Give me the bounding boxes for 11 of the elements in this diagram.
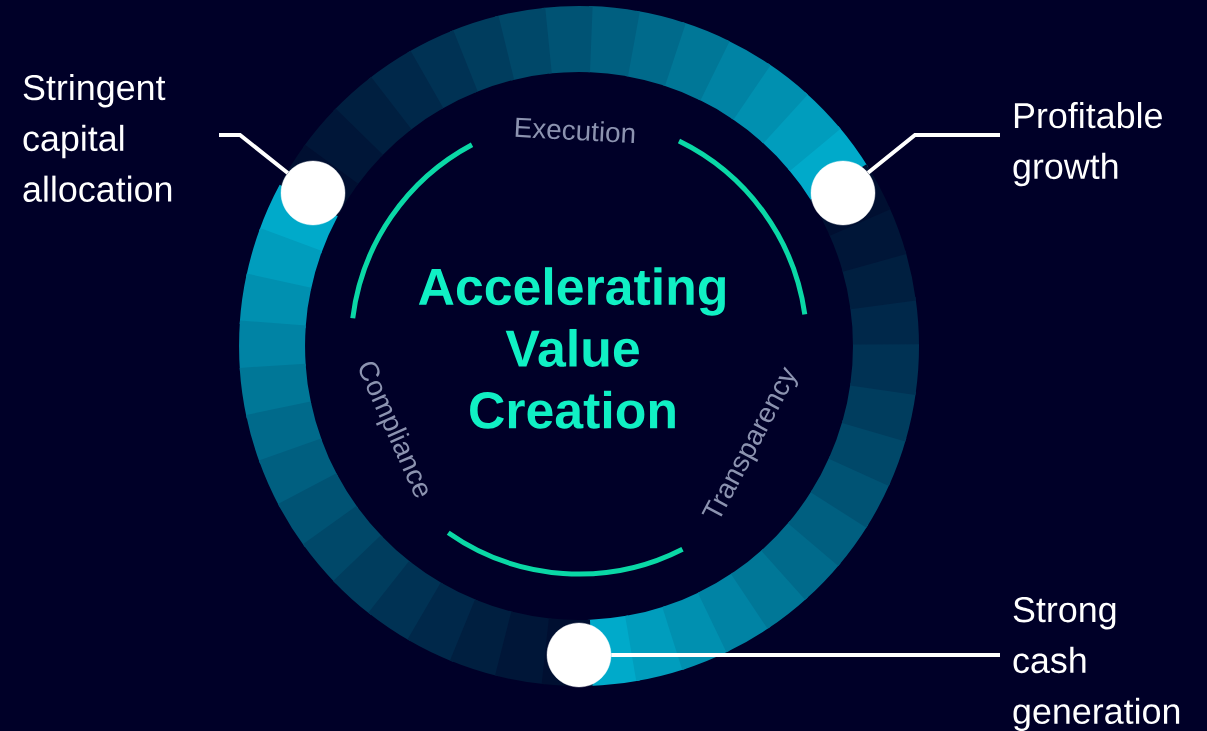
leader-line bbox=[219, 133, 290, 175]
callout-text: Strong cash generation bbox=[1013, 597, 1180, 731]
arc-label: Execution bbox=[515, 117, 635, 144]
marker-dot bbox=[810, 160, 876, 226]
marker-dot bbox=[546, 622, 612, 688]
leader-line bbox=[866, 133, 1000, 175]
callout-text: Stringent capital allocation bbox=[23, 74, 172, 202]
center-title: Accelerating Value Creation bbox=[418, 267, 725, 429]
leader-line bbox=[611, 653, 1000, 657]
callout-text: Profitable growth bbox=[1013, 102, 1162, 187]
marker-dot bbox=[280, 160, 346, 226]
